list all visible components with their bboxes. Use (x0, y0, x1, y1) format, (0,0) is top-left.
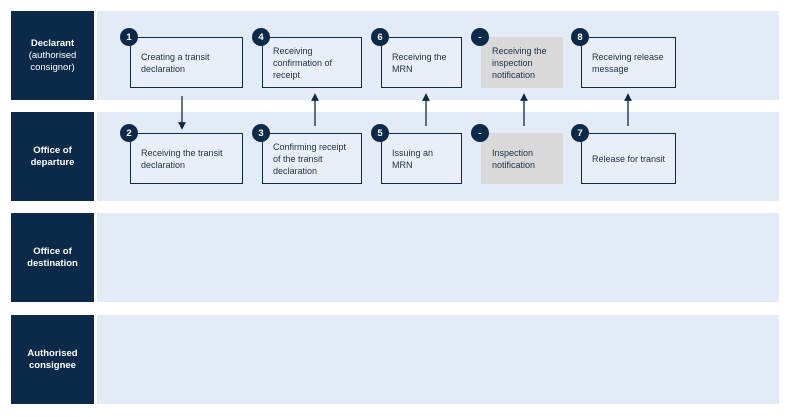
step-box-5: Issuing an MRN (381, 133, 462, 184)
step-number-badge: 8 (571, 28, 589, 46)
step-box-7: Release for transit (581, 133, 676, 184)
step-label: Issuing an MRN (392, 147, 434, 170)
lane-header-office-of-destination: Office of destination (11, 213, 94, 302)
step-box-inspection-notification: Inspection notification (481, 133, 563, 184)
step-label: Inspection notification (492, 147, 536, 170)
step-number-badge: 1 (120, 28, 138, 46)
step-number-badge: 3 (252, 124, 270, 142)
step-label: Release for transit (592, 153, 666, 164)
step-number-badge: 5 (371, 124, 389, 142)
step-label: Receiving the MRN (392, 51, 447, 74)
lane-body-office-of-destination (97, 213, 779, 302)
step-box-8: Receiving release message (581, 37, 676, 88)
step-box-2: Receiving the transit declaration (130, 133, 243, 184)
step-number-badge: 4 (252, 28, 270, 46)
step-box-receiving-inspection-notification: Receiving the inspection notification (481, 37, 563, 88)
lane-title: Office of departure (30, 144, 75, 168)
step-label: Receiving the inspection notification (492, 45, 547, 80)
step-number-badge: 6 (371, 28, 389, 46)
lane-header-declarant: Declarant(authorised consignor) (11, 11, 94, 100)
lane-subtitle: (authorised consignor) (28, 49, 77, 73)
lane-title: Declarant (30, 37, 75, 49)
step-box-4: Receiving confirmation of receipt (262, 37, 362, 88)
step-label: Receiving confirmation of receipt (273, 45, 333, 80)
lane-body-authorised-consignee (97, 315, 779, 404)
step-number-badge: 2 (120, 124, 138, 142)
step-number-badge: - (471, 28, 489, 46)
lane-title: Authorised consignee (27, 347, 78, 371)
step-number-badge: 7 (571, 124, 589, 142)
step-box-6: Receiving the MRN (381, 37, 462, 88)
step-label: Creating a transit declaration (141, 51, 210, 74)
step-box-1: Creating a transit declaration (130, 37, 243, 88)
step-box-3: Confirming receipt of the transit declar… (262, 133, 362, 184)
lane-header-office-of-departure: Office of departure (11, 112, 94, 201)
step-label: Receiving release message (592, 51, 664, 74)
step-label: Confirming receipt of the transit declar… (273, 141, 347, 176)
step-number-badge: - (471, 124, 489, 142)
step-label: Receiving the transit declaration (141, 147, 223, 170)
lane-title: Office of destination (27, 245, 78, 269)
lane-header-authorised-consignee: Authorised consignee (11, 315, 94, 404)
